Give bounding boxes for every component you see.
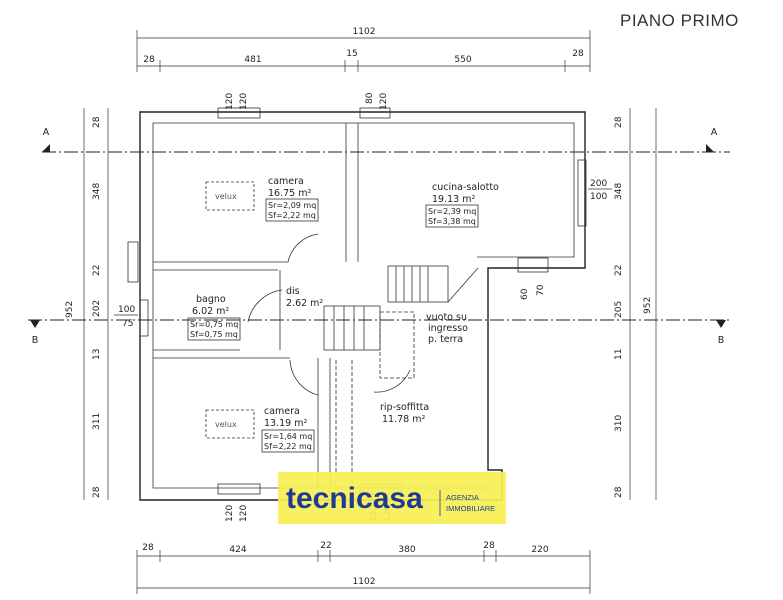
svg-text:velux: velux xyxy=(215,420,237,429)
svg-text:380: 380 xyxy=(398,545,415,555)
svg-text:13: 13 xyxy=(92,349,102,360)
svg-text:19.13 m²: 19.13 m² xyxy=(432,194,475,205)
section-a-left: A xyxy=(43,127,50,138)
svg-text:205: 205 xyxy=(614,301,624,318)
room-rip-soffitta: rip-soffitta 11.78 m² xyxy=(380,402,429,425)
svg-text:Sr=2,39 mq: Sr=2,39 mq xyxy=(428,207,476,216)
svg-text:28: 28 xyxy=(483,541,495,551)
svg-text:rip-soffitta: rip-soffitta xyxy=(380,402,429,413)
svg-text:camera: camera xyxy=(264,406,300,417)
svg-text:311: 311 xyxy=(92,413,102,430)
dim-top-total: 1102 xyxy=(353,27,376,37)
room-camera-1: camera 16.75 m² Sr=2,09 mq Sf=2,22 mq ve… xyxy=(215,176,319,222)
svg-text:Sf=0,75 mq: Sf=0,75 mq xyxy=(190,330,238,339)
svg-text:348: 348 xyxy=(614,183,624,200)
svg-text:28: 28 xyxy=(614,116,624,128)
svg-text:Sf=2,22 mq: Sf=2,22 mq xyxy=(264,442,312,451)
svg-text:100: 100 xyxy=(590,192,607,202)
left-dimensions: 952 28 348 22 202 13 311 28 xyxy=(65,108,109,500)
svg-text:11: 11 xyxy=(614,349,624,360)
brand-watermark: tecnicasa AGENZIA IMMOBILIARE xyxy=(278,472,506,524)
svg-text:Sr=0,75 mq: Sr=0,75 mq xyxy=(190,320,238,329)
room-dis: dis 2.62 m² xyxy=(286,286,323,309)
svg-text:120: 120 xyxy=(225,93,235,110)
svg-text:28: 28 xyxy=(92,486,102,498)
svg-text:AGENZIA: AGENZIA xyxy=(446,493,479,502)
svg-text:75: 75 xyxy=(122,319,133,329)
window-bagno-dims: 100 75 xyxy=(114,305,138,329)
dim-top-2: 481 xyxy=(244,55,261,65)
dim-top-4: 550 xyxy=(454,55,471,65)
section-b-right: B xyxy=(718,335,725,346)
walls xyxy=(127,107,587,501)
svg-text:120: 120 xyxy=(225,505,235,522)
svg-text:202: 202 xyxy=(92,300,102,317)
top-dimensions: 1102 28 481 15 550 28 xyxy=(136,27,591,72)
svg-text:Sf=2,22 mq: Sf=2,22 mq xyxy=(268,211,316,220)
svg-text:p. terra: p. terra xyxy=(428,334,463,345)
svg-text:2.62 m²: 2.62 m² xyxy=(286,298,323,309)
section-b-left: B xyxy=(32,335,39,346)
svg-text:60: 60 xyxy=(520,288,530,300)
svg-text:120: 120 xyxy=(239,93,249,110)
svg-text:bagno: bagno xyxy=(196,294,226,305)
svg-text:952: 952 xyxy=(65,301,75,318)
svg-text:424: 424 xyxy=(229,545,246,555)
svg-text:IMMOBILIARE: IMMOBILIARE xyxy=(446,504,495,513)
brand-logo: tecnicasa xyxy=(286,482,423,515)
svg-text:200: 200 xyxy=(590,179,607,189)
section-a-right: A xyxy=(711,127,718,138)
svg-text:220: 220 xyxy=(531,545,548,555)
room-camera-2: camera 13.19 m² Sr=1,64 mq Sf=2,22 mq ve… xyxy=(215,406,315,453)
svg-text:velux: velux xyxy=(215,192,237,201)
svg-text:22: 22 xyxy=(320,541,331,551)
stair-window-dims: 60 70 xyxy=(520,284,546,300)
dim-top-1: 28 xyxy=(143,55,155,65)
svg-text:28: 28 xyxy=(614,486,624,498)
plan-title: PIANO PRIMO xyxy=(620,11,739,30)
room-cucina-salotto: cucina-salotto 19.13 m² Sr=2,39 mq Sf=3,… xyxy=(425,182,499,228)
svg-text:28: 28 xyxy=(142,543,154,553)
svg-text:ingresso: ingresso xyxy=(428,323,468,334)
svg-text:952: 952 xyxy=(643,297,653,314)
svg-text:80: 80 xyxy=(365,92,375,104)
svg-text:310: 310 xyxy=(614,415,624,432)
svg-text:28: 28 xyxy=(92,116,102,128)
svg-text:22: 22 xyxy=(92,265,102,276)
svg-text:Sf=3,38 mq: Sf=3,38 mq xyxy=(428,217,476,226)
svg-text:22: 22 xyxy=(614,265,624,276)
section-axes: A A B B xyxy=(28,127,730,346)
svg-text:6.02 m²: 6.02 m² xyxy=(192,306,229,317)
svg-text:70: 70 xyxy=(536,284,546,296)
svg-text:1102: 1102 xyxy=(353,577,376,587)
dim-top-3: 15 xyxy=(346,49,357,59)
svg-text:Sr=1,64 mq: Sr=1,64 mq xyxy=(264,432,312,441)
bottom-dimensions: 28 424 22 380 28 220 1102 xyxy=(136,541,591,594)
right-dimensions: 28 348 22 205 11 310 28 952 xyxy=(614,108,657,500)
dim-top-5: 28 xyxy=(572,49,584,59)
room-bagno: bagno 6.02 m² Sr=0,75 mq Sf=0,75 mq xyxy=(187,294,241,341)
svg-text:cucina-salotto: cucina-salotto xyxy=(432,182,499,193)
svg-text:100: 100 xyxy=(118,305,135,315)
svg-text:348: 348 xyxy=(92,183,102,200)
svg-text:11.78 m²: 11.78 m² xyxy=(382,414,425,425)
svg-text:Sr=2,09 mq: Sr=2,09 mq xyxy=(268,201,316,210)
svg-text:dis: dis xyxy=(286,286,300,297)
svg-text:vuoto su: vuoto su xyxy=(426,312,467,323)
svg-text:120: 120 xyxy=(379,93,389,110)
svg-text:120: 120 xyxy=(239,505,249,522)
top-window-dims: 120 120 80 120 xyxy=(225,92,389,110)
window-right-dims: 200 100 xyxy=(588,179,612,202)
svg-text:16.75 m²: 16.75 m² xyxy=(268,188,311,199)
svg-text:camera: camera xyxy=(268,176,304,187)
label-vuoto-ingresso: vuoto su ingresso p. terra xyxy=(426,312,468,345)
svg-text:13.19 m²: 13.19 m² xyxy=(264,418,307,429)
